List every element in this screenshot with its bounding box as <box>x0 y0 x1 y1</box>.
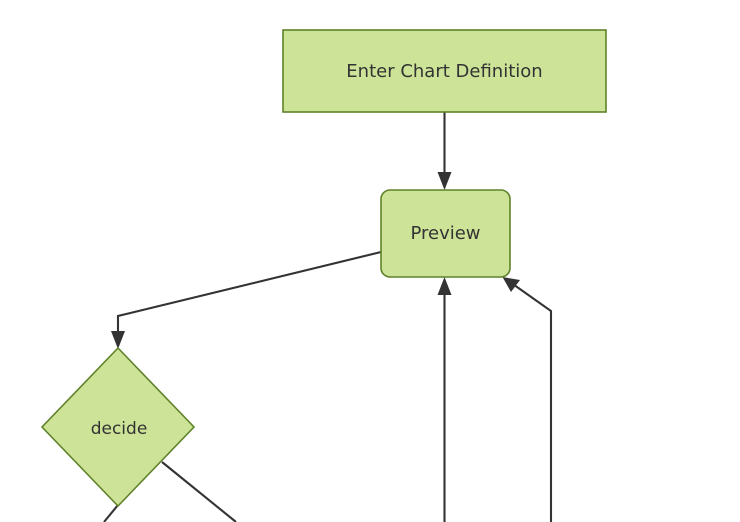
edge-line <box>509 281 553 522</box>
arrowhead-icon <box>437 277 452 295</box>
edge-decide-to-offscreen-left <box>103 504 119 522</box>
node-rounded-rectangle[interactable] <box>380 189 511 278</box>
edge-line <box>103 504 119 522</box>
node-label-decide: decide <box>91 419 148 439</box>
edge-decide-to-offscreen-right <box>161 461 237 522</box>
edge-enter-to-preview <box>437 112 452 190</box>
node-label-preview: Preview <box>410 223 480 244</box>
edge-line <box>161 461 237 522</box>
arrowhead-icon <box>502 277 520 292</box>
edge-preview-to-decide <box>111 250 382 349</box>
edge-bottom-diagonal-to-preview <box>502 277 553 522</box>
node-enter-chart-definition[interactable]: Enter Chart Definition <box>282 29 607 113</box>
node-decide[interactable]: decide <box>40 346 196 508</box>
node-diamond[interactable] <box>40 346 196 508</box>
node-preview[interactable]: Preview <box>380 189 511 278</box>
edge-bottom-vertical-to-preview <box>437 277 452 522</box>
node-rectangle[interactable] <box>282 29 607 113</box>
edge-line <box>116 250 382 339</box>
arrowhead-icon <box>437 172 452 190</box>
node-label-enter: Enter Chart Definition <box>346 61 542 82</box>
arrowhead-icon <box>111 331 125 349</box>
